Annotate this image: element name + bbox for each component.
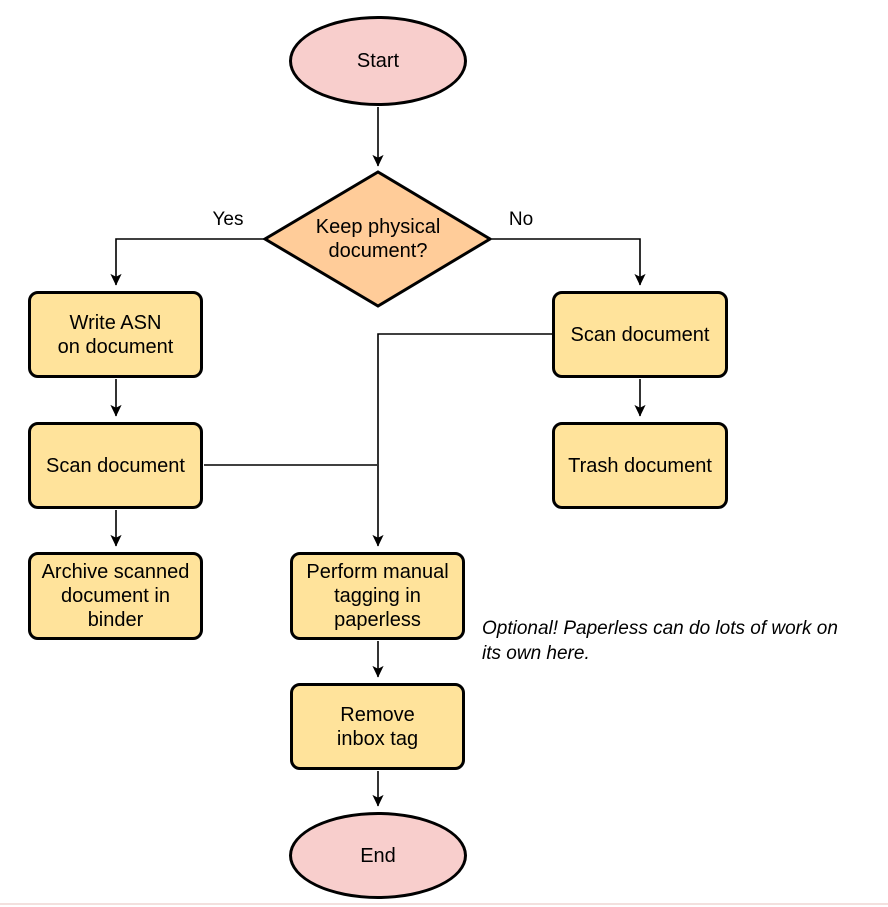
node-end-label: End [360,844,396,867]
node-trash-document: Trash document [552,422,728,509]
node-remove-inbox-tag-label: Remove inbox tag [336,703,419,750]
node-start: Start [289,16,467,106]
node-end: End [289,812,467,899]
node-manual-tagging: Perform manual tagging in paperless [290,552,465,640]
edge-decision-yes-to-write-asn [110,238,264,286]
node-write-asn-label: Write ASN on document [57,311,174,358]
node-remove-inbox-tag: Remove inbox tag [290,683,465,770]
node-decision-label-box: Keep physical document? [283,205,473,273]
optional-note: Optional! Paperless can do lots of work … [482,591,884,666]
canvas-bottom-edge [0,903,888,905]
node-scan-document-right-label: Scan document [570,323,710,346]
edge-label-no-text: No [508,209,534,230]
node-archive-in-binder-label: Archive scanned document in binder [41,561,190,631]
node-scan-document-left-label: Scan document [46,454,185,477]
node-scan-document-right: Scan document [552,291,728,378]
decision-diamond [262,170,493,308]
node-decision-label: Keep physical document? [315,216,441,262]
edge-label-yes-text: Yes [212,209,244,230]
node-manual-tagging-label: Perform manual tagging in paperless [306,561,449,631]
optional-note-text: Optional! Paperless can do lots of work … [482,618,838,664]
node-scan-document-left: Scan document [28,422,203,509]
node-write-asn: Write ASN on document [28,291,203,378]
node-start-label: Start [356,50,400,72]
node-archive-in-binder: Archive scanned document in binder [28,552,203,640]
edge-decision-no-to-scan-right [492,238,646,286]
edge-label-no: No [486,209,556,231]
edge-label-yes: Yes [193,209,263,231]
node-trash-document-label: Trash document [568,454,712,477]
edge-scan-right-to-tagging [372,333,552,547]
